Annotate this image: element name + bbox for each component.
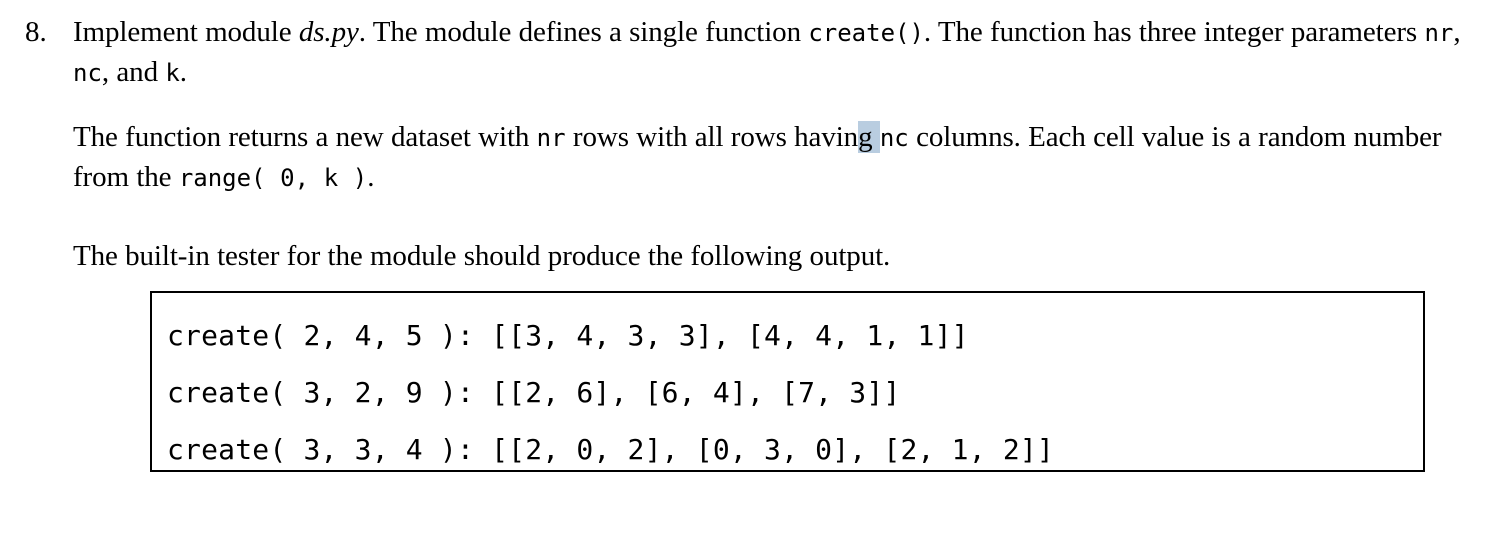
text-segment: rows with all rows havin (565, 121, 859, 153)
text-segment: , and (101, 56, 166, 88)
range-call-code: range( 0, k ) (178, 164, 368, 192)
list-item-body: Implement module ds.py. The module defin… (73, 13, 1475, 276)
text-segment: The function returns a new dataset with (73, 121, 537, 153)
text-segment: . (179, 56, 187, 88)
text-segment: columns. Each cell value is a random num… (73, 121, 1442, 193)
text-segment: . (367, 161, 375, 193)
parameter-nr-code: nr (1424, 19, 1454, 47)
numbered-list-item: 8. Implement module ds.py. The module de… (25, 13, 1475, 276)
output-line: create( 3, 2, 9 ): [[2, 6], [6, 4], [7, … (167, 376, 901, 409)
output-line: create( 2, 4, 5 ): [[3, 4, 3, 3], [4, 4,… (167, 319, 969, 352)
parameter-nc-code: nc (73, 59, 102, 87)
text-segment: , (1453, 16, 1461, 48)
list-item-number: 8. (25, 16, 47, 48)
paragraph-return-description: The function returns a new dataset with … (73, 118, 1475, 198)
parameter-k-code: k (165, 59, 180, 87)
paragraph-tester-description: The built-in tester for the module shoul… (73, 240, 891, 272)
parameter-nr-code: nr (536, 124, 566, 152)
output-line: create( 3, 3, 4 ): [[2, 0, 2], [0, 3, 0]… (167, 433, 1054, 466)
text-segment: . The module defines a single function (358, 16, 809, 48)
selected-text-highlight: g (858, 121, 880, 153)
module-name-italic: ds.py (298, 16, 359, 48)
function-name-code: create() (808, 19, 924, 47)
parameter-nc-code: nc (879, 124, 909, 152)
text-segment: Implement module (73, 16, 299, 48)
paragraph-task-description: Implement module ds.py. The module defin… (73, 13, 1475, 93)
text-segment: . The function has three integer paramet… (923, 16, 1425, 48)
expected-output-box: create( 2, 4, 5 ): [[3, 4, 3, 3], [4, 4,… (150, 291, 1425, 472)
